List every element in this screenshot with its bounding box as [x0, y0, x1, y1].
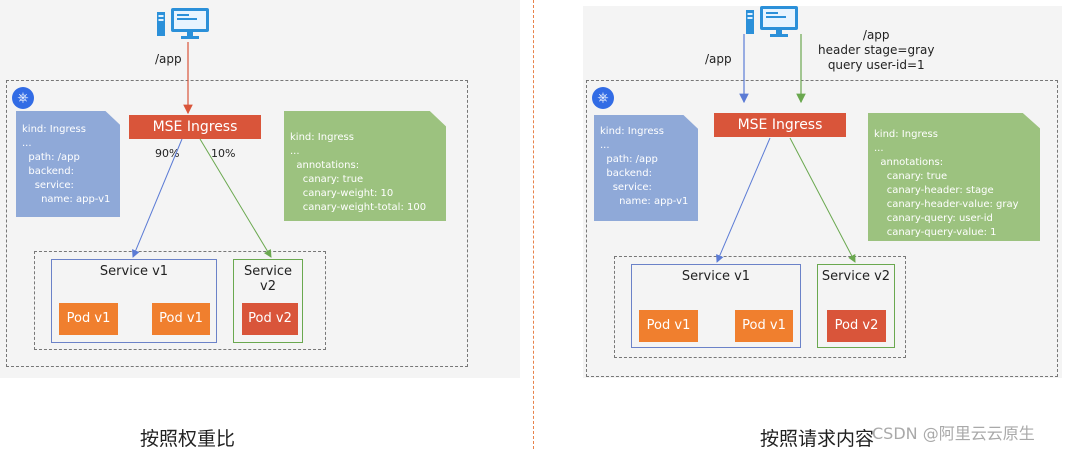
left-weight-v1-label: 90% [155, 147, 180, 160]
right-service-v1-label: Service v1 [681, 269, 751, 284]
kubernetes-icon: ⎈ [592, 87, 614, 109]
left-caption: 按照权重比 [140, 428, 236, 450]
right-service-v2-box: Service v2 [817, 264, 895, 348]
left-path-label: /app [155, 52, 182, 66]
right-pod-v2: Pod v2 [827, 310, 886, 342]
left-pod-v1-a: Pod v1 [59, 303, 118, 335]
left-canary-note: kind: Ingress ... annotations: canary: t… [284, 111, 446, 221]
right-cluster-boundary [586, 80, 1058, 377]
right-service-v1-box: Service v1 [631, 264, 801, 348]
left-weight-v2-label: 10% [211, 147, 236, 160]
left-ingress-note: kind: Ingress ... path: /app backend: se… [16, 111, 120, 217]
left-service-v1-label: Service v1 [99, 264, 169, 279]
right-canary-note: kind: Ingress ... annotations: canary: t… [868, 113, 1040, 241]
left-cluster-boundary [6, 80, 468, 367]
client-computer-icon [155, 6, 211, 40]
right-pod-v1-b: Pod v1 [735, 310, 793, 342]
client-computer-icon [744, 4, 800, 38]
right-caption: 按照请求内容 [760, 428, 875, 450]
left-mse-ingress: MSE Ingress [129, 115, 261, 139]
left-service-v1-box: Service v1 [51, 259, 217, 343]
kubernetes-icon: ⎈ [12, 87, 34, 109]
right-pod-v1-a: Pod v1 [639, 310, 698, 342]
right-mse-ingress: MSE Ingress [714, 113, 846, 137]
right-service-v2-label: Service v2 [821, 269, 891, 284]
panel-divider [533, 0, 534, 449]
left-service-v2-box: Service v2 [233, 259, 303, 343]
left-pod-v2: Pod v2 [242, 303, 298, 335]
left-pod-v1-b: Pod v1 [152, 303, 210, 335]
right-ingress-note: kind: Ingress ... path: /app backend: se… [594, 115, 698, 221]
left-service-v2-label: Service v2 [243, 264, 293, 294]
right-header-query-label: /app header stage=gray query user-id=1 [818, 28, 935, 72]
right-path-label: /app [705, 52, 732, 66]
watermark: CSDN @阿里云云原生 [872, 424, 1035, 443]
